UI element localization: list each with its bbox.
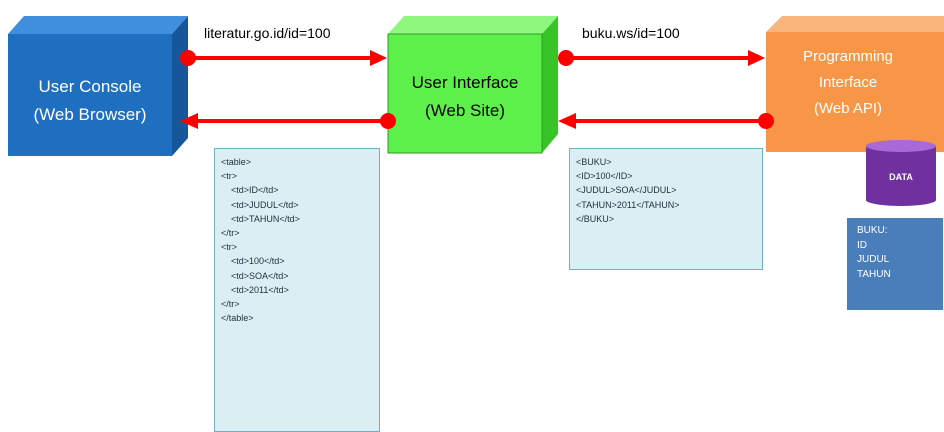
xml-line: <TAHUN>2011</TAHUN>	[576, 199, 680, 210]
user-interface-title: User Interface	[412, 73, 519, 92]
html-line: <td>JUDUL</td>	[221, 199, 299, 210]
html-line: <tr>	[221, 171, 238, 182]
xml-line: <ID>100</ID>	[576, 171, 633, 182]
programming-interface-caption: (Web API)	[814, 100, 882, 117]
html-line: <td>TAHUN</td>	[221, 213, 300, 224]
xml-line: </BUKU>	[576, 213, 615, 224]
html-line: <tr>	[221, 242, 238, 253]
data-store-label: DATA	[889, 172, 913, 182]
field-line: TAHUN	[857, 268, 891, 280]
html-line: <table>	[221, 157, 252, 167]
response-arrow-api-to-ui	[558, 113, 774, 129]
data-fields-panel: BUKU: ID JUDUL TAHUN	[847, 218, 943, 310]
user-interface-subtitle: (Web Site)	[425, 101, 505, 120]
html-response-panel: <table> <tr> <td>ID</td> <td>JUDUL</td> …	[214, 148, 380, 432]
html-line: </tr>	[221, 299, 240, 310]
field-line: BUKU:	[857, 225, 888, 236]
xml-response-panel: <BUKU> <ID>100</ID> <JUDUL>SOA</JUDUL> <…	[569, 148, 763, 270]
request-arrow-ui-to-api	[558, 50, 765, 66]
programming-interface-subtitle: Interface	[819, 74, 877, 91]
programming-interface-title: Programming	[803, 48, 893, 65]
html-line: <td>100</td>	[221, 256, 285, 267]
user-interface-node: User Interface (Web Site)	[387, 16, 558, 154]
html-line: <td>2011</td>	[221, 284, 289, 295]
request-url-ui-to-api: buku.ws/id=100	[582, 25, 680, 41]
user-console-title: User Console	[39, 77, 142, 96]
html-line: </tr>	[221, 228, 240, 239]
html-line: </table>	[221, 313, 254, 324]
field-line: JUDUL	[857, 254, 890, 265]
user-console-node: User Console (Web Browser)	[8, 16, 188, 156]
request-url-browser-to-ui: literatur.go.id/id=100	[204, 25, 331, 41]
xml-line: <BUKU>	[576, 157, 612, 167]
data-store-node: DATA	[866, 140, 936, 206]
html-line: <td>ID</td>	[221, 185, 279, 196]
xml-line: <JUDUL>SOA</JUDUL>	[576, 185, 677, 196]
html-line: <td>SOA</td>	[221, 270, 289, 281]
user-console-subtitle: (Web Browser)	[33, 105, 146, 124]
programming-interface-node: Programming Interface (Web API)	[766, 16, 944, 152]
response-arrow-ui-to-browser	[180, 113, 396, 129]
field-line: ID	[857, 239, 867, 251]
request-arrow-browser-to-ui	[180, 50, 387, 66]
